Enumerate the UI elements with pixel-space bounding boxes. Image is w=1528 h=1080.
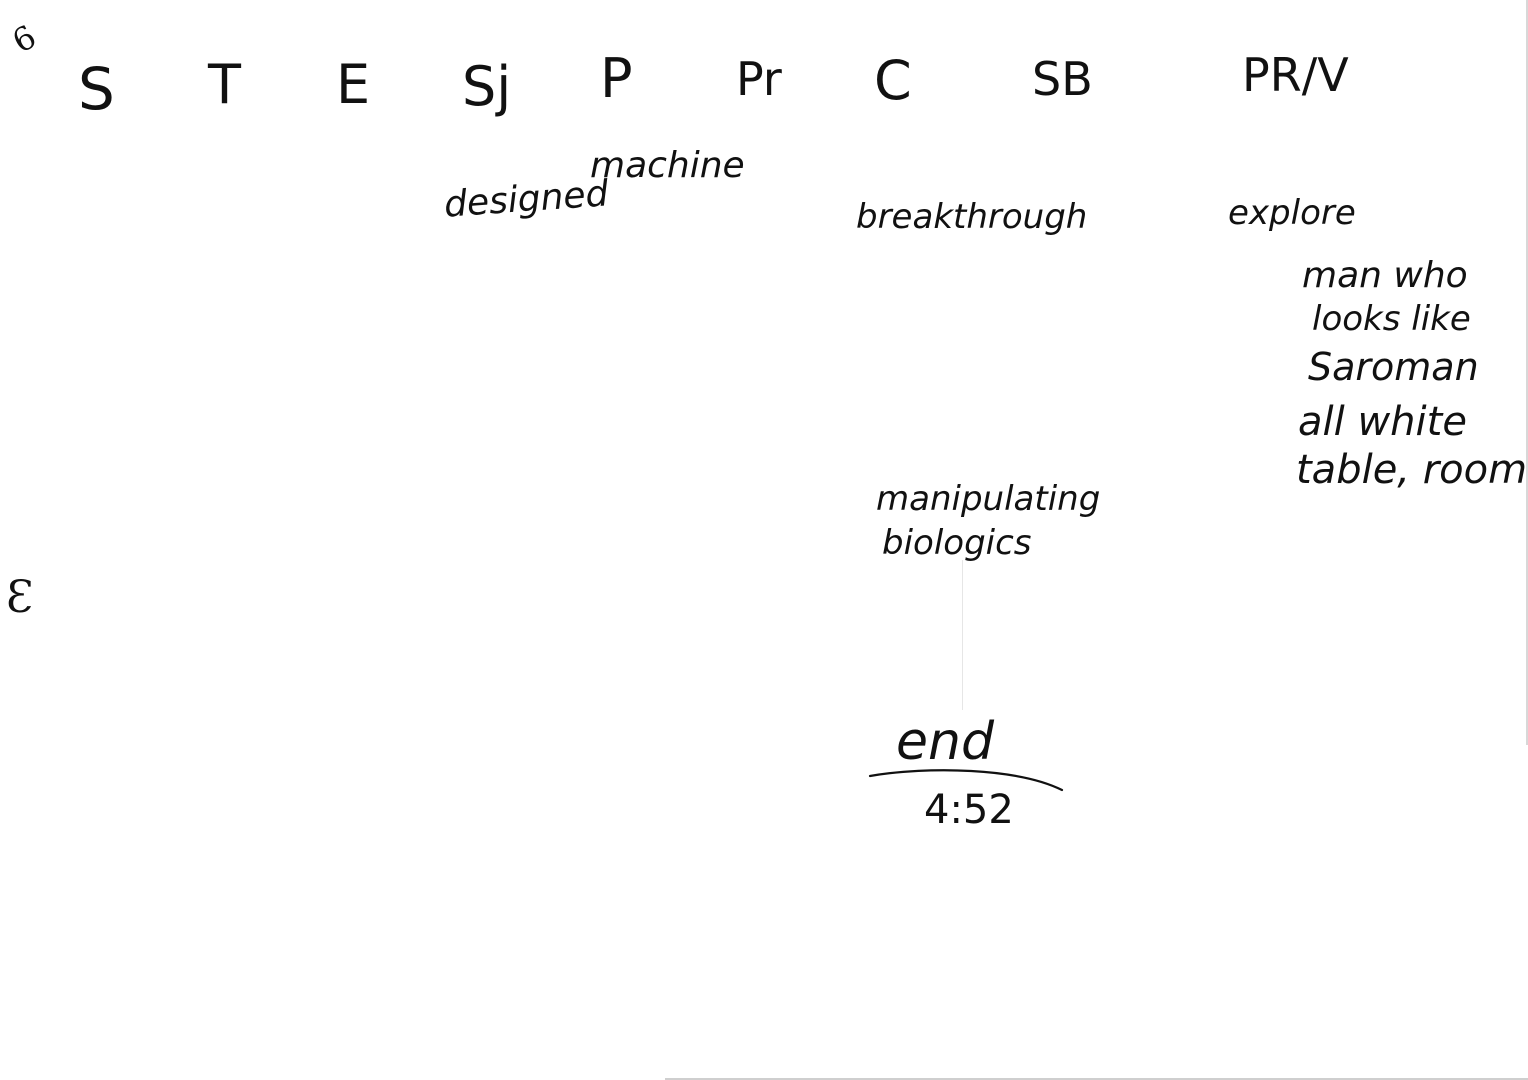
margin-mark-top-left: 6 [5, 17, 43, 61]
header-pr-v: PR/V [1242, 48, 1349, 102]
note-time: 4:52 [924, 787, 1014, 833]
header-pr: Pr [736, 52, 782, 106]
header-c: C [874, 49, 912, 112]
note-breakthrough: breakthrough [856, 197, 1088, 237]
note-man-line-3: Saroman [1308, 345, 1479, 389]
header-s: S [78, 55, 115, 123]
page-edge-right [1526, 0, 1528, 745]
note-biologics: biologics [882, 523, 1032, 563]
note-designed: designed [442, 173, 610, 226]
header-sb: SB [1032, 52, 1093, 106]
note-manipulating: manipulating [876, 479, 1101, 519]
note-man-line-5: table, room [1296, 447, 1528, 493]
note-man-line-4: all white [1298, 399, 1467, 445]
header-e: E [336, 53, 371, 116]
note-man-line-2: looks like [1312, 299, 1471, 339]
page-edge-bottom [665, 1078, 1528, 1080]
note-explore: explore [1228, 193, 1356, 233]
header-p: P [600, 47, 633, 110]
margin-mark-left: Ɛ [6, 572, 34, 623]
header-sj: Sj [462, 55, 512, 118]
end-underline [868, 769, 1064, 792]
note-end: end [896, 712, 994, 772]
faint-crease [962, 560, 963, 710]
header-t: T [208, 53, 241, 116]
note-man-line-1: man who [1302, 255, 1468, 296]
note-machine: machine [590, 145, 745, 186]
